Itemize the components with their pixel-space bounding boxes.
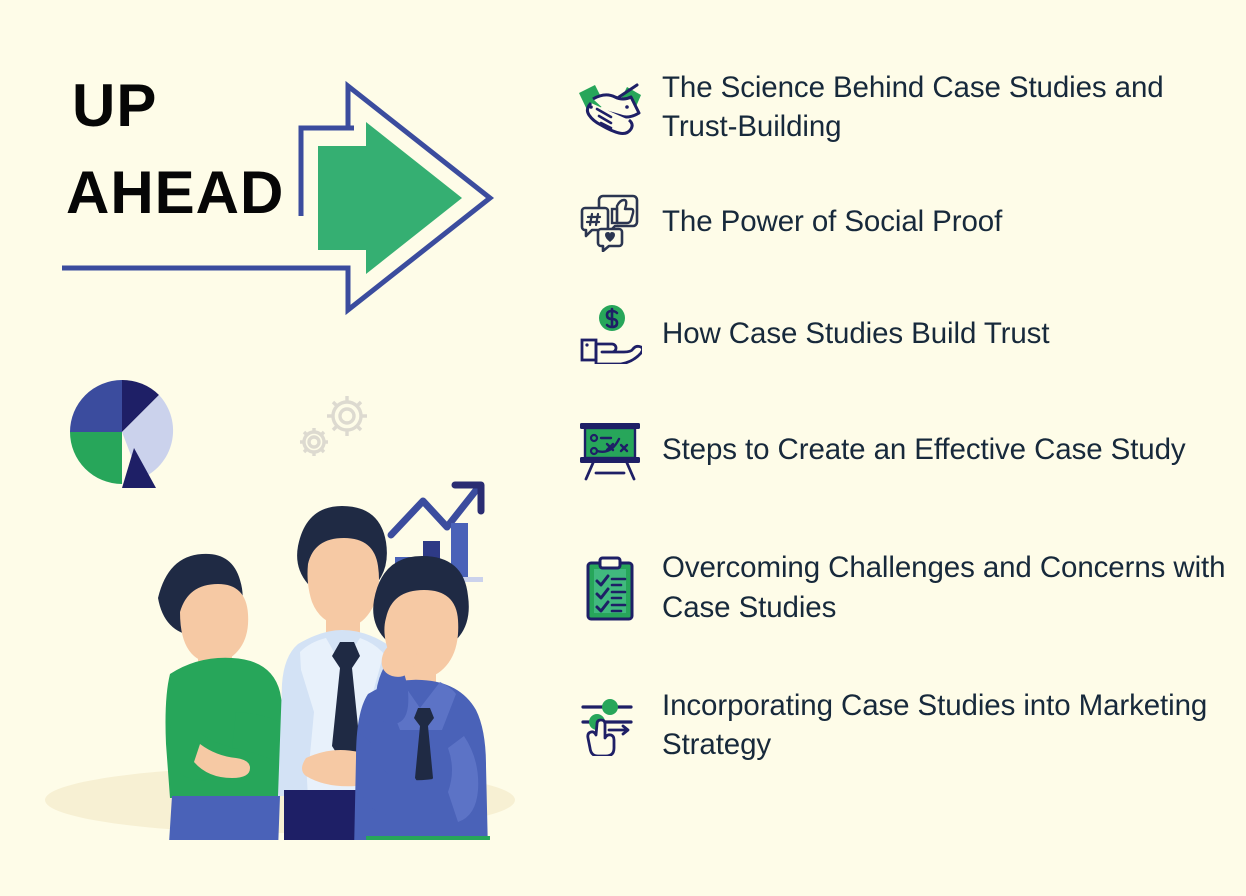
agenda-item-5[interactable]: Incorporating Case Studies into Marketin… xyxy=(572,665,1232,785)
title-line-ahead: AHEAD xyxy=(66,159,285,226)
agenda-item-label: How Case Studies Build Trust xyxy=(662,317,1050,351)
title-line-up: UP xyxy=(72,72,158,139)
handshake-icon xyxy=(572,70,648,144)
agenda-item-label: Steps to Create an Effective Case Study xyxy=(662,433,1186,467)
social-bubbles-icon xyxy=(572,185,648,259)
clipboard-checks-icon xyxy=(572,551,648,625)
agenda-item-0[interactable]: The Science Behind Case Studies and Trus… xyxy=(572,48,1232,166)
three-businessmen-illustration xyxy=(30,360,540,840)
right-arrow-graphic xyxy=(62,80,495,316)
left-panel: UP AHEAD xyxy=(0,0,560,896)
agenda-item-3[interactable]: Steps to Create an Effective Case Study xyxy=(572,390,1232,510)
agenda-item-1[interactable]: The Power of Social Proof xyxy=(572,166,1232,278)
agenda-item-label: The Science Behind Case Studies and Trus… xyxy=(662,70,1164,143)
page-title: UP AHEAD xyxy=(62,62,362,236)
strategy-board-icon xyxy=(572,413,648,487)
sliders-hand-icon xyxy=(572,688,648,762)
pie-chart-graphic xyxy=(70,379,174,488)
agenda-list: The Science Behind Case Studies and Trus… xyxy=(572,48,1232,785)
agenda-item-label: The Power of Social Proof xyxy=(662,205,1003,239)
agenda-item-label: Incorporating Case Studies into Marketin… xyxy=(662,688,1208,761)
people-figures xyxy=(45,506,515,840)
agenda-item-2[interactable]: How Case Studies Build Trust xyxy=(572,278,1232,390)
gears-graphic xyxy=(300,396,367,456)
hand-coin-icon xyxy=(572,297,648,371)
agenda-item-label: Overcoming Challenges and Concerns with … xyxy=(662,551,1226,624)
agenda-item-4[interactable]: Overcoming Challenges and Concerns with … xyxy=(572,510,1232,665)
